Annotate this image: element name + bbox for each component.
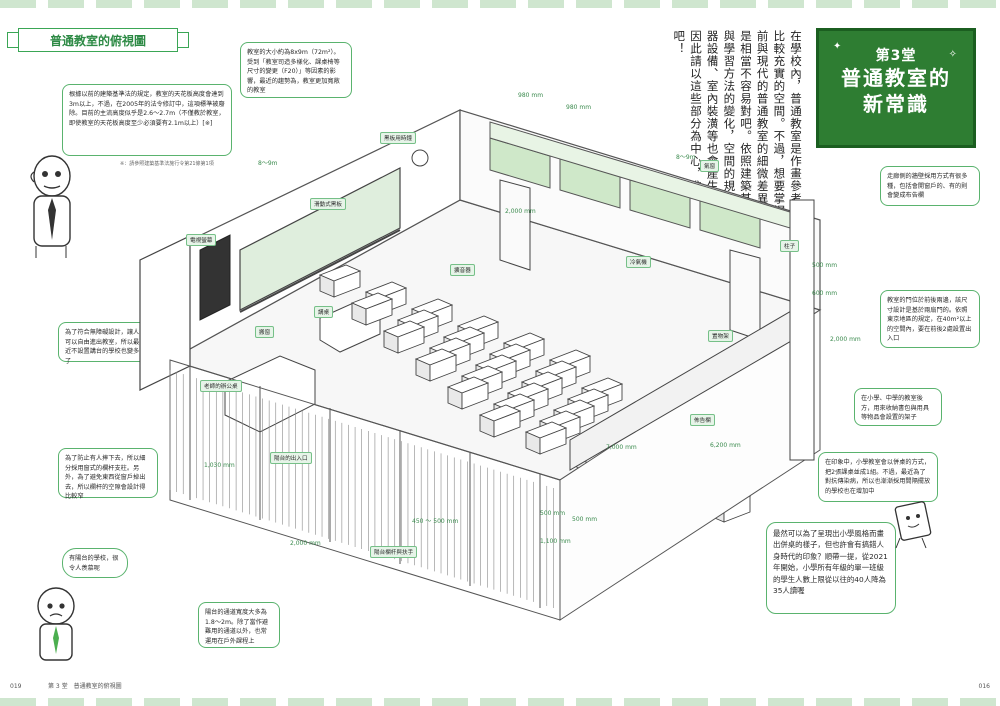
- chapter-title-line1: 普通教室的: [841, 66, 951, 90]
- tv-monitor: [199, 234, 231, 321]
- label-pillar: 柱子: [780, 240, 800, 252]
- hallway-windows: [489, 121, 791, 249]
- student-character-icon: [37, 587, 75, 661]
- dim-450: 450 ～ 500 mm: [412, 518, 459, 525]
- sparkle-icon: ✦: [833, 41, 842, 52]
- label-sliding-board: 滑動式黑板: [310, 198, 346, 210]
- page-number-left: 019: [10, 683, 22, 690]
- chapter-chalkboard: ✦ ✧ 第3堂 普通教室的 新常識: [816, 28, 976, 148]
- note-blackboard: 為了符合無障礙設計，讓人可以自由進出教室，所以最近不設置講台的學校也變多了: [58, 322, 150, 365]
- teacher-character-icon: [30, 155, 71, 258]
- note-door-width: 教室的門位於前後兩邊，該尺寸設計是基於兩扇門的。依照東京地區的規定，在40m²以…: [880, 290, 980, 348]
- left-cabinet: [139, 235, 191, 391]
- pillar: [789, 199, 815, 461]
- note-hallway-side-text: 走廊側的牆壁採用方式有很多種，包括會開窗戶的、有的則會變成布告欄: [887, 173, 968, 200]
- note-class-size: 最然可以為了呈現出小學風格而畫出併桌的樣子，但也許會有搞錯人身時代的印象？順帶一…: [766, 522, 896, 614]
- chapter-title-line2: 新常識: [863, 92, 929, 116]
- balcony-railing: [169, 370, 561, 610]
- dim-2000b: 2,000 mm: [830, 336, 861, 343]
- dim-2000: 2,000 mm: [505, 208, 536, 215]
- window-frames: [189, 365, 541, 608]
- note-balcony-student-text: 有陽台的學校，很令人羨慕呢: [69, 555, 119, 572]
- note-window-safety: 為了防止有人摔下去，所以細分採用窗式的欄杆支柱。另外，為了避免東西從窗戶掉出去，…: [58, 448, 158, 501]
- sparkle-icon: ✧: [948, 49, 957, 60]
- dim-500c: 500 mm: [572, 516, 598, 523]
- note-balcony-width-text: 陽台的通道寬度大多為1.8～2m。除了當作避難用的通道以外，也常運用在戶外課程上: [205, 609, 269, 645]
- dim-1100: 1,100 mm: [540, 538, 571, 545]
- note-room-size: 教室的大小約為8x9m（72m²）。受到「教室司造多樣化、課桌椅等尺寸的變更（F…: [240, 42, 352, 98]
- page-number-right: 016: [978, 683, 990, 690]
- note-back-shelf-text: 在小學、中學的教室後方，用來收納書包與用具等物品會設置的架子: [861, 395, 930, 422]
- eraser-mascot-icon: [894, 501, 932, 549]
- label-speaker: 擴音器: [450, 264, 475, 276]
- back-door: [729, 249, 761, 341]
- note-seating: 在印象中，小學教室會以併桌的方式，把2張課桌並成1組。不過，最近為了對抗傳染病，…: [818, 452, 938, 502]
- dim-500b: 500 mm: [540, 510, 566, 517]
- dim-980a: 980 mm: [518, 92, 544, 99]
- top-stripe-border: [0, 0, 1000, 8]
- classroom-isometric-illustration: [139, 109, 822, 621]
- blackboard: [239, 167, 401, 311]
- note-blackboard-text: 為了符合無障礙設計，讓人可以自由進出教室，所以最近不設置講台的學校也變多了: [65, 329, 140, 365]
- section-title-text: 普通教室的俯視圖: [49, 33, 146, 48]
- note-class-size-text: 最然可以為了呈現出小學風格而畫出併桌的樣子，但也許會有搞錯人身時代的印象？順帶一…: [773, 529, 888, 596]
- dim-600: 600 mm: [812, 290, 838, 297]
- note-hallway-side: 走廊側的牆壁採用方式有很多種，包括會開窗戶的、有的則會變成布告欄: [880, 166, 980, 206]
- dim-1030: 1,030 mm: [204, 462, 235, 469]
- note-seating-text: 在印象中，小學教室會以併桌的方式，把2張課桌並成1組。不過，最近為了對抗傳染病，…: [825, 459, 931, 495]
- clock-icon: [411, 149, 429, 167]
- dim-width-right: 8～9m: [676, 154, 696, 161]
- section-title: 普通教室的俯視圖: [7, 28, 189, 52]
- note-room-size-text: 教室的大小約為8x9m（72m²）。受到「教室司造多樣化、課桌椅等尺寸的變更（F…: [247, 49, 340, 95]
- footer-chapter: 第 3 堂 普通教室的俯視圖: [48, 683, 122, 690]
- label-teacher-desk: 老師的辦公桌: [200, 380, 242, 392]
- note-balcony-width: 陽台的通道寬度大多為1.8～2m。除了當作避難用的通道以外，也常運用在戶外課程上: [198, 602, 280, 648]
- front-door: [499, 179, 531, 271]
- note-back-shelf: 在小學、中學的教室後方，用來收納書包與用具等物品會設置的架子: [854, 388, 942, 426]
- bottom-stripe-border: [0, 698, 1000, 706]
- label-monitor: 電視螢幕: [186, 234, 217, 246]
- dim-width-left: 8～9m: [258, 160, 278, 167]
- dim-2000c: 2,000 mm: [290, 540, 321, 547]
- label-air: 冷氣機: [626, 256, 651, 268]
- dim-980b: 980 mm: [566, 104, 592, 111]
- label-teacher-area: 講桌: [314, 306, 334, 318]
- dim-7000: 7,000 mm: [606, 444, 637, 451]
- note-door-width-text: 教室的門位於前後兩邊，該尺寸設計是基於兩扇門的。依照東京地區的規定，在40m²以…: [887, 297, 972, 343]
- label-front-window: 搬窗: [255, 326, 275, 338]
- note-ceiling-height-text: 根據以前的建築基準法的規定，教室的天花板高度會達到3m以上，不過，在2005年的…: [69, 91, 225, 127]
- dim-500: 500 mm: [812, 262, 838, 269]
- label-high-window: 氣窗: [700, 160, 720, 172]
- label-balcony-exit: 陽台的出入口: [270, 452, 312, 464]
- label-bulletin: 佈告欄: [690, 414, 715, 426]
- dim-6200: 6,200 mm: [710, 442, 741, 449]
- note-ceiling-height: 根據以前的建築基準法的規定，教室的天花板高度會達到3m以上，不過，在2005年的…: [62, 84, 232, 156]
- chapter-number: 第3堂: [875, 48, 917, 64]
- note-balcony-student: 有陽台的學校，很令人羨慕呢: [62, 548, 128, 578]
- label-balcony-rail: 陽台欄杆與扶手: [370, 546, 418, 558]
- intro-vertical-text: 在學校內，普通教室是作畫參考資料比較充實的空間。不過，想要掌握以前與現代的普通教…: [672, 30, 803, 230]
- note-window-safety-text: 為了防止有人摔下去，所以細分採用窗式的欄杆支柱。另外，為了避免東西從窗戶掉出去，…: [65, 455, 146, 501]
- label-shelf: 置物架: [708, 330, 733, 342]
- ceiling-footnote: ※：請參照建築基準法施行令第21條第1項: [120, 161, 214, 167]
- label-clock: 黑板用時鐘: [380, 132, 416, 144]
